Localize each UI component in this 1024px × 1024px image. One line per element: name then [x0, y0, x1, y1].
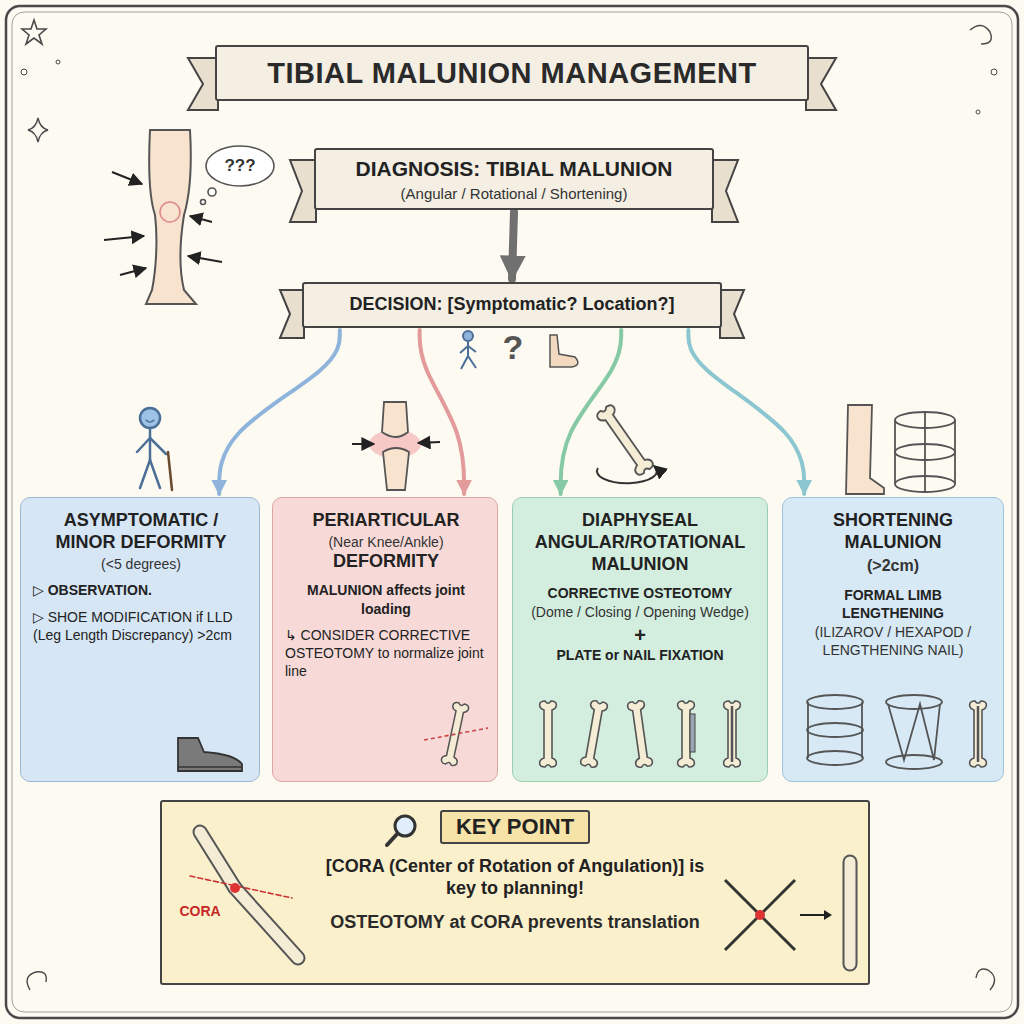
leg-illustration — [104, 130, 222, 304]
knee-sketch — [424, 702, 488, 767]
node-heading: PERIARTICULAR — [285, 510, 487, 532]
key-point-box: KEY POINT [CORA (Center of Rotation of An… — [160, 800, 870, 985]
node-heading: DIAPHYSEAL ANGULAR/ROTATIONAL MALUNION — [523, 510, 757, 576]
node-heading: DECISION: [Symptomatic? Location?] — [312, 294, 712, 316]
node-text: MALUNION affects joint loading — [285, 581, 487, 617]
diagnosis-banner: DIAGNOSIS: TIBIAL MALUNION (Angular / Rot… — [314, 148, 714, 210]
node-heading: SHORTENING MALUNION — [793, 510, 993, 554]
decision-banner: DECISION: [Symptomatic? Location?] — [302, 282, 722, 328]
title-banner: TIBIAL MALUNION MANAGEMENT — [215, 45, 809, 101]
node-text: (ILIZAROV / HEXAPOD / LENGTHENING NAIL) — [793, 624, 993, 659]
node-text: (>2cm) — [793, 556, 993, 576]
node-text: (Dome / Closing / Opening Wedge) — [523, 604, 757, 622]
cora-bone — [190, 832, 298, 958]
question-mark: ? — [498, 328, 528, 367]
node-heading: KEY POINT — [440, 810, 590, 844]
rotated-bone — [595, 403, 657, 483]
foot-icon — [550, 335, 578, 367]
node-text: ▷ SHOE MODIFICATION if LLD (Leg Length D… — [33, 608, 249, 644]
node-text: (<5 degrees) — [33, 556, 249, 574]
node-text: ▷ OBSERVATION. — [33, 581, 249, 599]
walker-icon — [460, 331, 476, 369]
option-box: PERIARTICULAR (Near Knee/Ankle)DEFORMITY M… — [272, 497, 498, 782]
thought-text: ??? — [214, 156, 266, 176]
magnifier-icon — [387, 816, 415, 845]
flow-arrow — [512, 212, 514, 279]
node-heading: ASYMPTOMATIC / MINOR DEFORMITY — [33, 510, 249, 554]
node-text: ↳ CONSIDER CORRECTIVE OSTEOTOMY to norma… — [285, 626, 487, 681]
flow-arrow — [420, 330, 465, 494]
title-text: TIBIAL MALUNION MANAGEMENT — [267, 57, 756, 90]
node-text: + — [523, 624, 757, 646]
option-box: SHORTENING MALUNION(>2cm) FORMAL LIMB LEN… — [782, 497, 1004, 782]
node-text: DEFORMITY — [285, 551, 487, 573]
osteotomy-bones — [540, 700, 741, 768]
cora-label: CORA — [176, 903, 224, 919]
shoe-icon — [178, 738, 242, 771]
knee-illustration — [352, 402, 440, 490]
flow-arrow — [561, 330, 622, 494]
node-text: FORMAL LIMB LENGTHENING — [793, 586, 993, 622]
option-box: ASYMPTOMATIC / MINOR DEFORMITY (<5 degree… — [20, 497, 260, 782]
page-frame — [6, 6, 1018, 1018]
node-text: (Near Knee/Ankle) — [285, 534, 487, 552]
node-text: [CORA (Center of Rotation of Angulation)… — [320, 856, 710, 900]
leg-with-frame — [846, 405, 955, 494]
thought-bubble — [201, 146, 275, 205]
node-text: OSTEOTOMY at CORA prevents translation — [320, 912, 710, 934]
cora-cross — [725, 862, 850, 964]
node-text: (Angular / Rotational / Shortening) — [324, 185, 704, 202]
node-heading: DIAGNOSIS: TIBIAL MALUNION — [324, 156, 704, 181]
node-text: CORRECTIVE OSTEOTOMY — [523, 584, 757, 602]
lengthening-devices — [807, 695, 986, 769]
flow-arrow — [219, 330, 340, 494]
stick-figure — [137, 408, 172, 490]
node-text: PLATE or NAIL FIXATION — [523, 646, 757, 664]
flow-arrow — [688, 330, 804, 494]
